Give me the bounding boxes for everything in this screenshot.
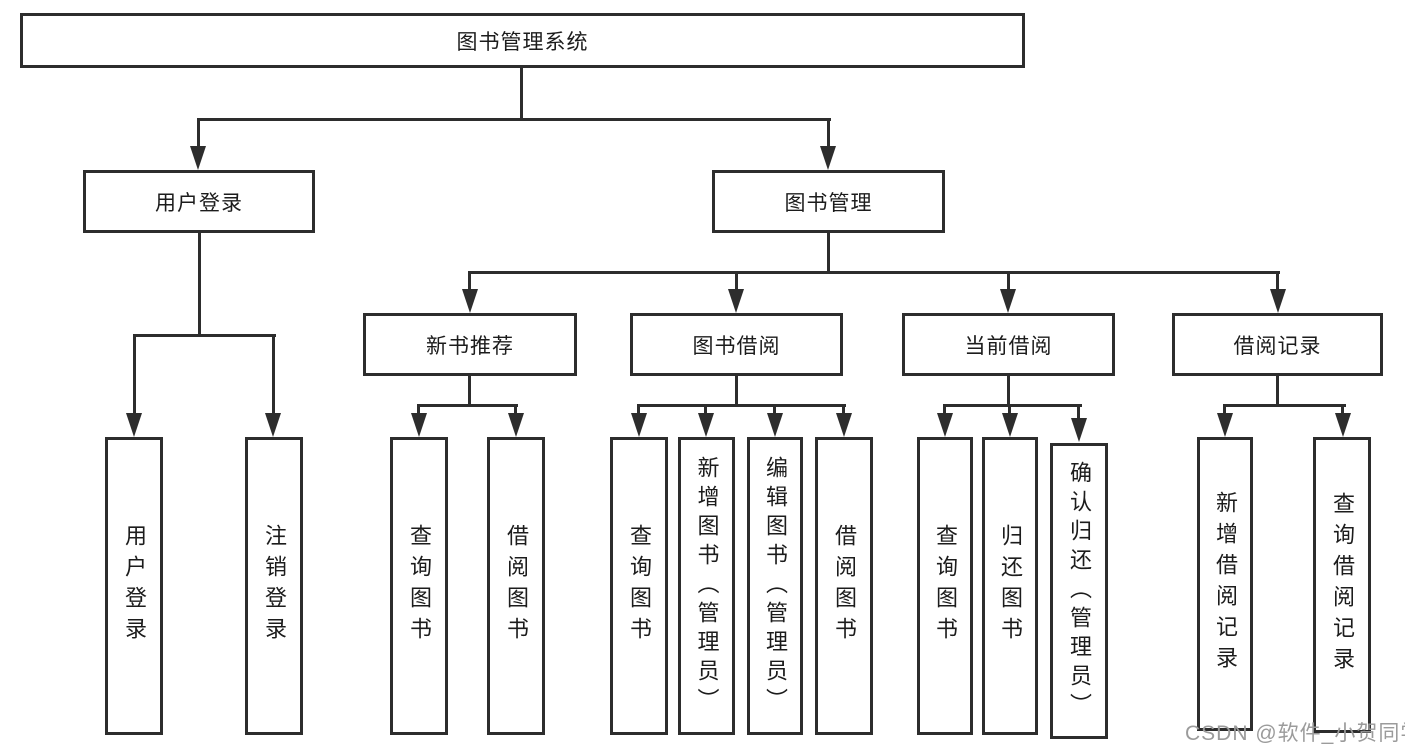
watermark-text: CSDN @软件_小贺同学 bbox=[1185, 722, 1405, 745]
arrowhead-query-book-3 bbox=[937, 413, 953, 437]
arrowhead-borrowing-records bbox=[1270, 289, 1286, 313]
node-leaf-query-borrow-record: 查询借阅记录 bbox=[1313, 437, 1371, 733]
connector-borrowing-records-split bbox=[1223, 404, 1346, 407]
connector-user-login-trunk bbox=[198, 231, 201, 337]
connector-level3-split bbox=[468, 271, 1280, 274]
node-leaf-query-book-current: 查询图书 bbox=[917, 437, 973, 735]
node-label: 借阅图书 bbox=[832, 524, 857, 648]
node-leaf-add-book-admin: 新增图书（管理员） bbox=[678, 437, 735, 735]
node-leaf-borrow-book-recommend: 借阅图书 bbox=[487, 437, 545, 735]
arrowhead-current-borrowing bbox=[1000, 289, 1016, 313]
connector-current-borrowing-trunk bbox=[1007, 373, 1010, 407]
arrowhead-query-book-1 bbox=[411, 413, 427, 437]
arrowhead-user-login bbox=[190, 146, 206, 170]
node-current-borrowing: 当前借阅 bbox=[902, 313, 1115, 376]
arrowhead-borrow-book-2 bbox=[836, 413, 852, 437]
node-leaf-return-book: 归还图书 bbox=[982, 437, 1038, 735]
node-leaf-logout: 注销登录 bbox=[245, 437, 303, 735]
node-label: 查询图书 bbox=[407, 524, 432, 648]
connector-stem-confirm-return bbox=[1077, 404, 1080, 421]
connector-book-management-trunk bbox=[827, 231, 830, 274]
arrowhead-book-borrowing bbox=[728, 289, 744, 313]
connector-user-login-split bbox=[133, 334, 276, 337]
connector-stem-return-book bbox=[1008, 404, 1011, 417]
node-label: 查询图书 bbox=[933, 524, 958, 648]
node-root: 图书管理系统 bbox=[20, 13, 1025, 68]
arrowhead-new-book bbox=[462, 289, 478, 313]
connector-new-book-trunk bbox=[468, 373, 471, 407]
node-label: 查询借阅记录 bbox=[1330, 492, 1355, 678]
connector-stem-query-book-2 bbox=[637, 404, 640, 417]
node-label: 确认归还（管理员） bbox=[1067, 460, 1092, 722]
node-label: 编辑图书（管理员） bbox=[763, 455, 788, 717]
node-label: 新增图书（管理员） bbox=[694, 455, 720, 717]
connector-stem-query-book-1 bbox=[417, 404, 420, 417]
node-label: 借阅图书 bbox=[504, 524, 529, 648]
connector-stem-query-book-3 bbox=[943, 404, 946, 417]
node-label: 当前借阅 bbox=[964, 334, 1053, 358]
node-new-book-recommend: 新书推荐 bbox=[363, 313, 577, 376]
node-label: 用户登录 bbox=[155, 191, 243, 215]
arrowhead-query-book-2 bbox=[631, 413, 647, 437]
node-borrowing-records: 借阅记录 bbox=[1172, 313, 1383, 376]
arrowhead-add-book bbox=[698, 413, 714, 437]
node-leaf-user-login: 用户登录 bbox=[105, 437, 163, 735]
arrowhead-query-record bbox=[1335, 413, 1351, 437]
connector-stem-book-borrowing bbox=[735, 271, 738, 293]
arrowhead-borrow-book-1 bbox=[508, 413, 524, 437]
node-leaf-borrow-book-borrowing: 借阅图书 bbox=[815, 437, 873, 735]
connector-stem-add-record bbox=[1223, 404, 1226, 417]
node-label: 查询图书 bbox=[627, 524, 652, 648]
connector-stem-leaf-user-login bbox=[133, 334, 136, 414]
node-label: 新书推荐 bbox=[426, 334, 514, 358]
connector-new-book-split bbox=[417, 404, 518, 407]
node-label: 借阅记录 bbox=[1233, 334, 1322, 358]
node-book-management: 图书管理 bbox=[712, 170, 945, 233]
node-label: 图书管理系统 bbox=[456, 30, 589, 54]
connector-stem-query-record bbox=[1341, 404, 1344, 417]
connector-level2-split bbox=[197, 118, 831, 121]
connector-stem-current-borrowing bbox=[1007, 271, 1010, 293]
node-user-login: 用户登录 bbox=[83, 170, 315, 233]
connector-stem-borrow-book-2 bbox=[842, 404, 845, 417]
connector-borrowing-records-trunk bbox=[1276, 373, 1279, 407]
connector-root-trunk bbox=[520, 66, 523, 120]
arrowhead-leaf-user-login bbox=[126, 413, 142, 437]
node-label: 图书借阅 bbox=[692, 334, 781, 358]
connector-stem-leaf-logout bbox=[272, 334, 275, 414]
connector-book-borrowing-trunk bbox=[735, 373, 738, 407]
arrowhead-add-record bbox=[1217, 413, 1233, 437]
arrowhead-confirm-return bbox=[1071, 418, 1087, 442]
connector-stem-borrow-book-1 bbox=[514, 404, 517, 417]
arrowhead-return-book bbox=[1002, 413, 1018, 437]
node-label: 用户登录 bbox=[122, 524, 147, 648]
connector-stem-book-management bbox=[827, 118, 830, 148]
arrowhead-leaf-logout bbox=[265, 413, 281, 437]
node-book-borrowing: 图书借阅 bbox=[630, 313, 843, 376]
node-label: 新增借阅记录 bbox=[1213, 491, 1238, 677]
connector-stem-borrowing-records bbox=[1276, 271, 1279, 293]
arrowhead-edit-book bbox=[767, 413, 783, 437]
node-leaf-query-book-borrowing: 查询图书 bbox=[610, 437, 668, 735]
arrowhead-book-management bbox=[820, 146, 836, 170]
connector-stem-user-login bbox=[197, 118, 200, 148]
node-label: 归还图书 bbox=[998, 524, 1023, 648]
connector-stem-new-book bbox=[468, 271, 471, 293]
node-label: 注销登录 bbox=[262, 524, 287, 648]
node-leaf-query-book-recommend: 查询图书 bbox=[390, 437, 448, 735]
connector-current-borrowing-split bbox=[943, 404, 1082, 407]
connector-stem-add-book bbox=[704, 404, 707, 417]
connector-book-borrowing-split bbox=[637, 404, 846, 407]
node-leaf-add-borrow-record: 新增借阅记录 bbox=[1197, 437, 1253, 731]
node-leaf-confirm-return-admin: 确认归还（管理员） bbox=[1050, 443, 1108, 739]
connector-stem-edit-book bbox=[773, 404, 776, 417]
node-label: 图书管理 bbox=[784, 191, 873, 215]
node-leaf-edit-book-admin: 编辑图书（管理员） bbox=[747, 437, 803, 735]
